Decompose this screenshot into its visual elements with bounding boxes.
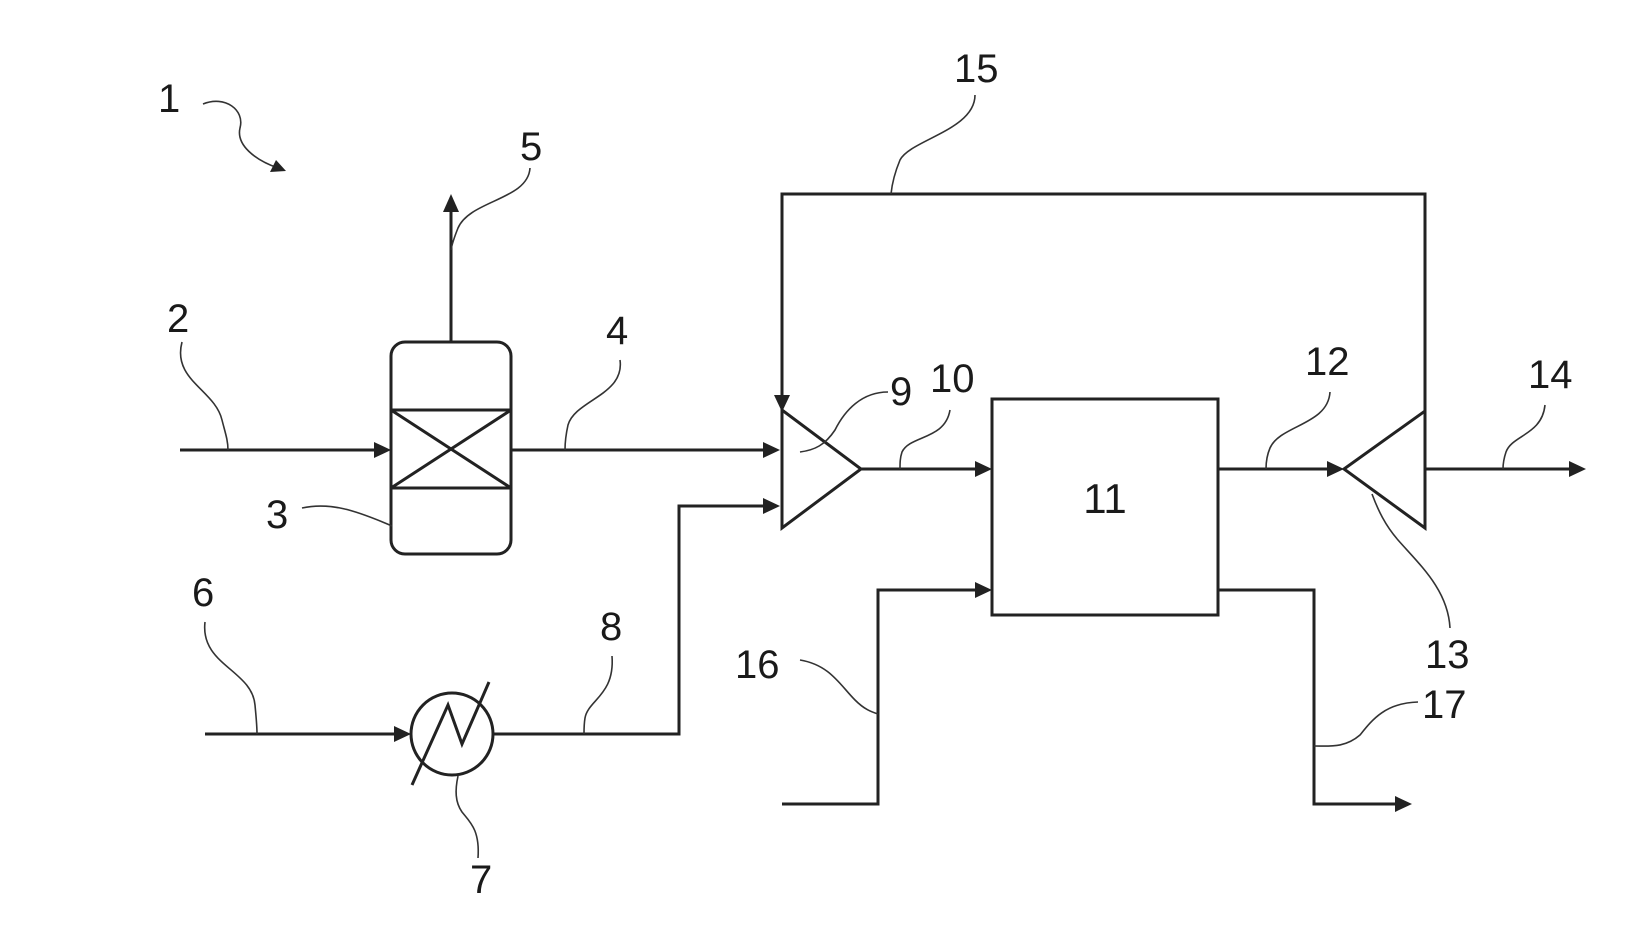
label-heat-exchanger-7: 7 (470, 858, 492, 902)
leader-recycle-15 (891, 95, 975, 194)
stream-2-arrowhead (374, 442, 391, 458)
leader-stream-12 (1266, 392, 1330, 469)
label-stream-12: 12 (1305, 340, 1350, 384)
leader-compressor-9 (800, 392, 888, 452)
label-stream-16: 16 (735, 643, 780, 687)
stream-14-arrowhead (1569, 461, 1586, 477)
label-stream-17: 17 (1422, 683, 1467, 727)
stream-17-arrowhead (1395, 796, 1412, 812)
leader-stream-10 (900, 410, 950, 469)
leader-stream-5 (451, 168, 530, 250)
stream-12-arrowhead (1327, 461, 1344, 477)
label-recycle-15: 15 (954, 47, 999, 91)
label-stream-10: 10 (930, 357, 975, 401)
label-vessel-3: 3 (266, 493, 288, 537)
leader-stream-17 (1314, 702, 1418, 746)
stream-10-arrowhead (975, 461, 992, 477)
label-expander-13: 13 (1425, 633, 1470, 677)
label-stream-5: 5 (520, 125, 542, 169)
stream-5-arrowhead (443, 194, 459, 212)
stream-4-arrowhead (763, 442, 780, 458)
leader-stream-6 (205, 622, 257, 734)
label-stream-8: 8 (600, 605, 622, 649)
leader-system-1 (203, 101, 278, 168)
expander-13 (1344, 411, 1425, 528)
label-stream-4: 4 (606, 309, 628, 353)
leader-expander-13 (1372, 494, 1450, 628)
stream-8-arrowhead (763, 498, 780, 514)
stream-16-line (782, 590, 978, 804)
compressor-9 (782, 410, 861, 528)
stream-17-line (1218, 590, 1398, 804)
leader-heat-exchanger-7 (456, 776, 478, 858)
leader-stream-2 (180, 342, 228, 450)
stream-8-line (493, 506, 766, 734)
leader-vessel-3 (302, 506, 392, 526)
label-stream-2: 2 (167, 297, 189, 341)
label-stream-14: 14 (1528, 353, 1573, 397)
leader-stream-8 (584, 656, 612, 734)
heat-exchanger-coil (412, 682, 489, 785)
leader-stream-4 (565, 360, 620, 450)
leader-stream-16 (800, 660, 878, 714)
label-compressor-9: 9 (890, 370, 912, 414)
label-unit-11: 11 (1083, 475, 1127, 522)
stream-16-arrowhead (975, 582, 992, 598)
recycle-15-arrowhead (774, 395, 790, 412)
stream-6-arrowhead (394, 726, 411, 742)
label-system-1: 1 (158, 77, 180, 121)
label-stream-6: 6 (192, 571, 214, 615)
leader-stream-14 (1503, 405, 1545, 469)
